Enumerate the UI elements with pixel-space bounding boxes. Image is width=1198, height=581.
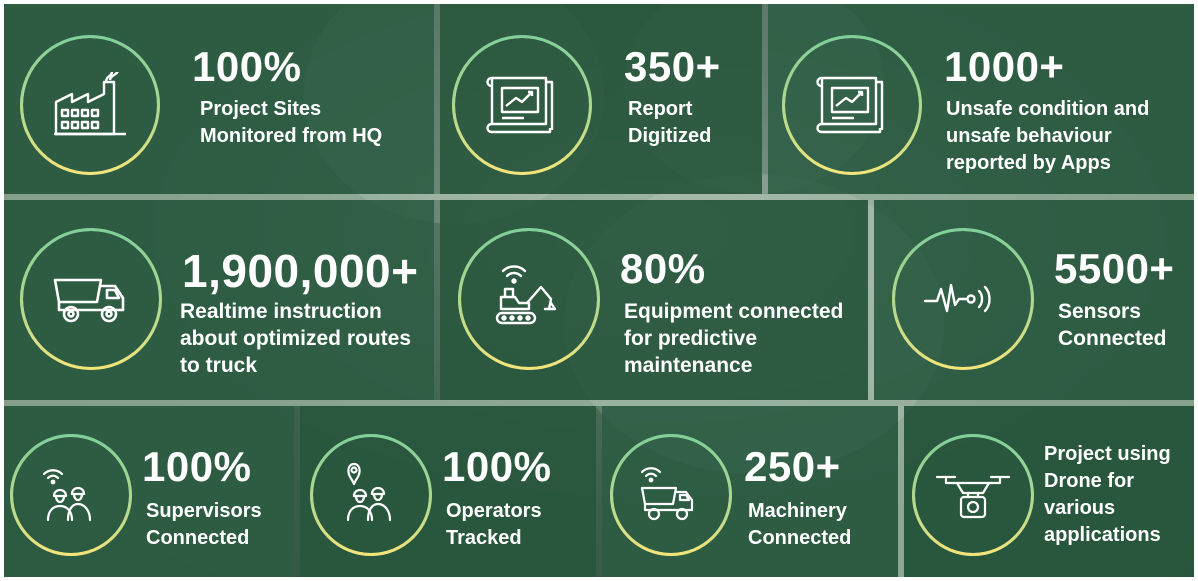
- report-chart-icon-ring: [452, 35, 592, 175]
- stat-description: Machinery Connected: [748, 498, 851, 552]
- stat-description: Operators Tracked: [446, 498, 542, 552]
- sensor-signal-icon: [923, 283, 991, 313]
- stat-line: applications: [1044, 524, 1161, 546]
- connected-truck-icon-ring: [610, 434, 732, 556]
- tracked-workers-icon-ring: [310, 434, 432, 556]
- stat-line: Connected: [1058, 327, 1167, 350]
- stat-line: to truck: [180, 354, 258, 377]
- stat-line: Unsafe condition and: [946, 98, 1150, 120]
- connected-workers-icon: [42, 469, 92, 522]
- stat-value: 1000+: [944, 43, 1065, 90]
- connected-truck-icon: [640, 467, 694, 521]
- stat-line: about optimized routes: [180, 327, 411, 350]
- report-chart-icon: [486, 76, 554, 134]
- stat-description: Project using Drone for various applicat…: [1044, 441, 1171, 549]
- stat-line: Monitored from HQ: [200, 125, 383, 147]
- stat-value: 250+: [744, 443, 841, 490]
- dump-truck-icon: [53, 278, 125, 323]
- stat-value: 1,900,000+: [182, 245, 419, 297]
- stat-value: 350+: [624, 43, 721, 90]
- stat-value: 100%: [192, 43, 302, 90]
- stat-line: maintenance: [624, 354, 753, 377]
- column-divider: [898, 406, 904, 577]
- stat-line: Digitized: [628, 125, 712, 147]
- stat-description: Sensors Connected: [1058, 298, 1167, 352]
- sensor-signal-icon-ring: [892, 228, 1034, 370]
- stat-line: Realtime instruction: [180, 300, 382, 323]
- connected-excavator-icon-ring: [458, 228, 600, 370]
- stat-line: Sensors: [1058, 300, 1141, 323]
- stat-value: 100%: [442, 443, 552, 490]
- row-divider: [4, 400, 1194, 406]
- stat-line: Project using: [1044, 443, 1171, 465]
- drone-camera-icon-ring: [912, 434, 1034, 556]
- stat-description: Unsafe condition and unsafe behaviour re…: [946, 96, 1149, 177]
- stat-line: Operators: [446, 500, 542, 522]
- report-chart-icon-ring: [782, 35, 922, 175]
- report-chart-icon: [816, 76, 884, 134]
- factory-icon: [54, 72, 126, 136]
- connected-workers-icon-ring: [10, 434, 132, 556]
- stat-line: Project Sites: [200, 98, 322, 120]
- connected-excavator-icon: [495, 265, 557, 325]
- stat-line: Connected: [146, 527, 250, 549]
- drone-camera-icon: [935, 475, 1011, 519]
- stat-value: 5500+: [1054, 245, 1175, 292]
- stat-description: Equipment connected for predictive maint…: [624, 298, 843, 379]
- stat-line: Equipment connected: [624, 300, 844, 323]
- stat-line: Connected: [748, 527, 852, 549]
- stat-value: 80%: [620, 245, 706, 292]
- stat-description: Realtime instruction about optimized rou…: [180, 298, 411, 379]
- dump-truck-icon-ring: [20, 228, 162, 370]
- tracked-workers-icon: [346, 462, 392, 522]
- stat-line: various: [1044, 497, 1116, 519]
- stat-line: for predictive: [624, 327, 758, 350]
- stat-line: Tracked: [446, 527, 522, 549]
- infographic-panel: 100% Project Sites Monitored from HQ 350…: [4, 4, 1194, 577]
- row-divider: [4, 194, 1194, 200]
- stat-value: 100%: [142, 443, 252, 490]
- stat-line: unsafe behaviour: [946, 125, 1112, 147]
- stat-line: Report: [628, 98, 693, 120]
- stat-line: Machinery: [748, 500, 847, 522]
- stat-description: Supervisors Connected: [146, 498, 262, 552]
- factory-icon-ring: [20, 35, 160, 175]
- stat-line: Supervisors: [146, 500, 262, 522]
- stat-description: Project Sites Monitored from HQ: [200, 96, 382, 150]
- stat-line: Drone for: [1044, 470, 1134, 492]
- column-divider: [868, 200, 874, 400]
- stat-line: reported by Apps: [946, 152, 1111, 174]
- stat-description: Report Digitized: [628, 96, 711, 150]
